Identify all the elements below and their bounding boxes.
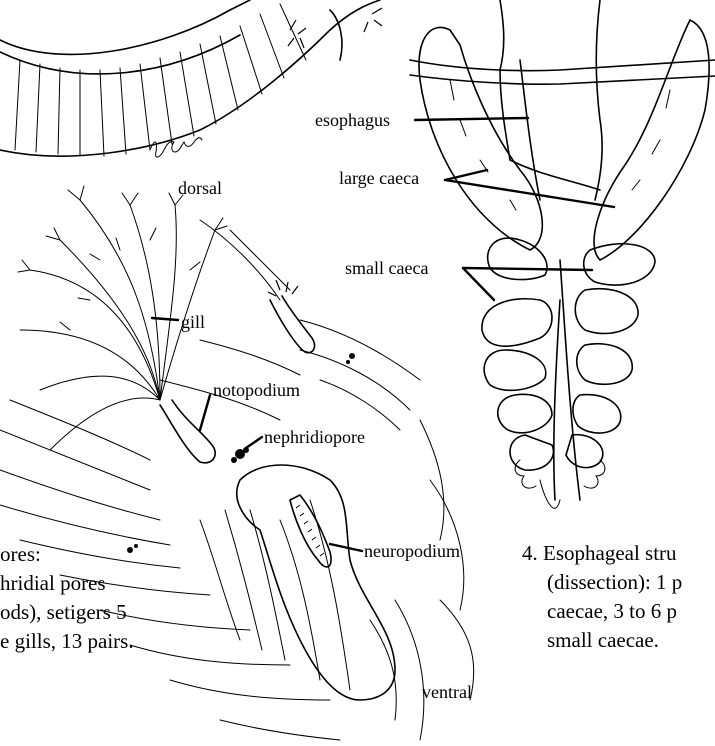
- caption-right-line: caecae, 3 to 6 p: [547, 599, 677, 623]
- caption-left-line: hridial pores: [0, 571, 106, 595]
- leader-neuropodium: [330, 544, 362, 551]
- caption-right-line: (dissection): 1 p: [547, 570, 682, 594]
- leader-small-caeca-2: [463, 268, 494, 300]
- leader-small-caeca-1: [463, 268, 592, 270]
- label-esophagus: esophagus: [315, 110, 390, 130]
- leader-esophagus: [415, 118, 528, 120]
- caption-left-line: e gills, 13 pairs.: [0, 629, 134, 653]
- caption-left-line: ores:: [0, 542, 41, 566]
- label-gill: gill: [181, 312, 205, 332]
- label-small-caeca: small caeca: [345, 258, 428, 278]
- caption-left-line: ods), setigers 5: [0, 600, 127, 624]
- label-neuropodium: neuropodium: [364, 541, 460, 561]
- label-ventral: ventral: [422, 682, 472, 702]
- label-nephridiopore: nephridiopore: [264, 427, 365, 447]
- artist-signature: [150, 138, 202, 157]
- leader-notopodium: [200, 395, 210, 430]
- esophagus-drawing: [410, 0, 715, 500]
- label-dorsal: dorsal: [178, 178, 222, 198]
- label-large-caeca: large caeca: [339, 168, 419, 188]
- caption-right-line: 4. Esophageal stru: [522, 541, 677, 565]
- worm-body-drawing: [0, 0, 382, 156]
- large-caeca-drawing: [419, 20, 709, 260]
- label-notopodium: notopodium: [213, 380, 300, 400]
- caption-right-line: small caecae.: [547, 628, 659, 652]
- leader-nephridiopore: [246, 437, 262, 448]
